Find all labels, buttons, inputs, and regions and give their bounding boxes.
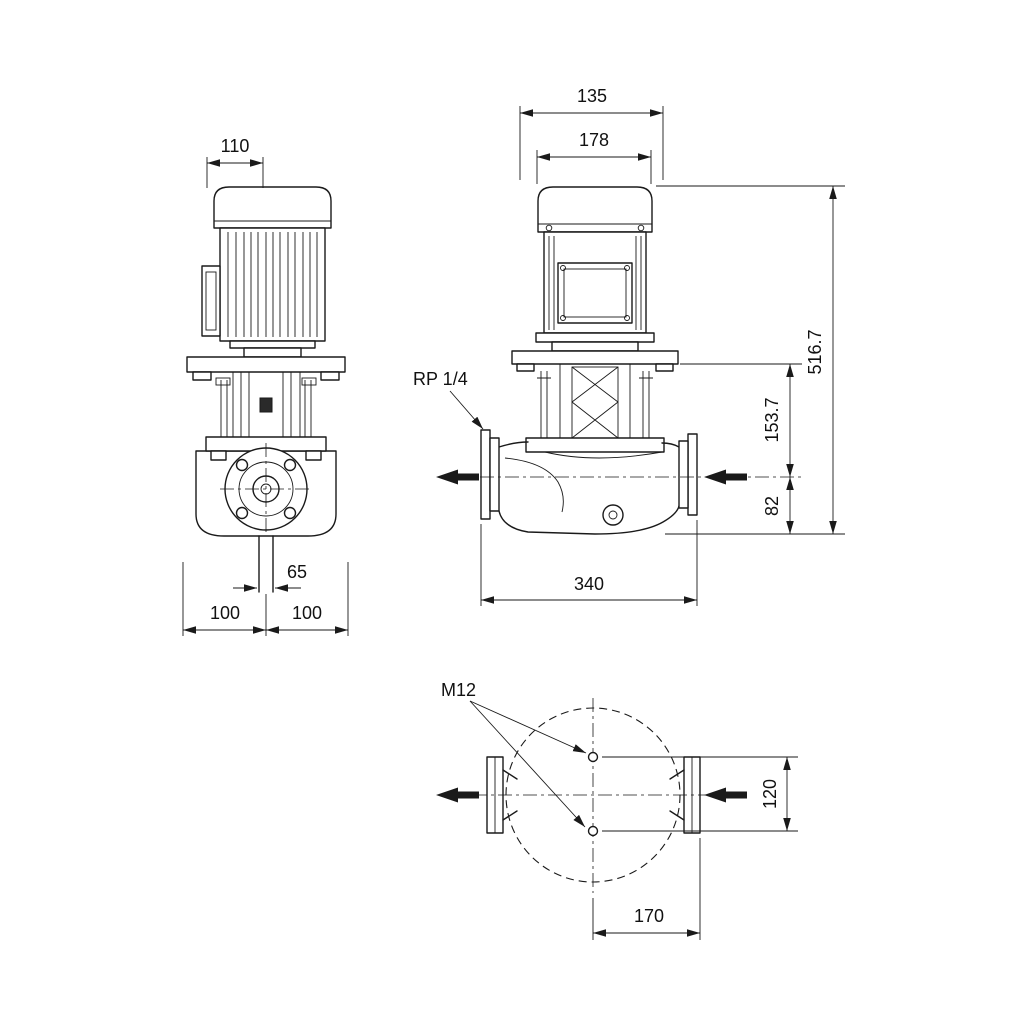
flow-arrow-right-icon xyxy=(704,469,747,485)
dim-label-170: 170 xyxy=(634,906,664,926)
tapping-callout: RP 1/4 xyxy=(413,369,484,430)
dimension-135: 135 xyxy=(519,86,664,180)
terminal-box-face xyxy=(557,262,633,324)
m12-callout: M12 xyxy=(441,680,587,828)
dimension-516-7: 516.7 xyxy=(656,185,845,535)
dim-label-153-7: 153.7 xyxy=(762,397,782,442)
dim-label-340: 340 xyxy=(574,574,604,594)
bottom-port-pipe xyxy=(258,535,274,593)
dim-label-100-left: 100 xyxy=(210,603,240,623)
bolt-hole xyxy=(283,506,297,520)
side-view: 135 178 xyxy=(413,86,845,606)
dim-label-135: 135 xyxy=(577,86,607,106)
m12-hole-top xyxy=(587,751,599,763)
dimension-340: 340 xyxy=(480,520,698,606)
side-motor xyxy=(535,186,655,352)
side-lantern xyxy=(537,364,653,439)
dimension-170: 170 xyxy=(592,838,701,940)
dimension-178: 178 xyxy=(536,130,652,184)
front-lantern xyxy=(215,371,317,438)
coupling-guard xyxy=(571,366,619,439)
side-flange-plate xyxy=(511,350,679,372)
tapping-label: RP 1/4 xyxy=(413,369,468,389)
side-pump-flange xyxy=(525,437,665,453)
side-volute xyxy=(498,441,680,535)
dim-label-100-right: 100 xyxy=(292,603,322,623)
flow-arrow-left-icon xyxy=(436,787,479,803)
dimension-100-100: 100 100 xyxy=(182,562,349,636)
dim-label-82: 82 xyxy=(762,496,782,516)
dim-label-178: 178 xyxy=(579,130,609,150)
flow-arrow-right-icon xyxy=(704,787,747,803)
dim-label-65: 65 xyxy=(287,562,307,582)
dimension-82: 82 xyxy=(762,477,794,534)
dimension-65: 65 xyxy=(233,562,307,592)
dimension-110: 110 xyxy=(206,136,264,188)
front-view: 110 65 100 100 xyxy=(182,136,349,636)
shaft-coupling xyxy=(259,397,273,413)
dim-label-120: 120 xyxy=(760,779,780,809)
front-motor-cap xyxy=(213,186,332,229)
m12-hole-bottom xyxy=(587,825,599,837)
bolt-hole xyxy=(235,506,249,520)
m12-label: M12 xyxy=(441,680,476,700)
plan-view: M12 120 170 xyxy=(436,680,798,940)
dimension-153-7: 153.7 xyxy=(680,363,802,477)
front-motor-base xyxy=(229,340,316,358)
dim-label-110: 110 xyxy=(221,136,250,156)
terminal-box xyxy=(201,265,221,337)
dim-label-516-7: 516.7 xyxy=(805,329,825,374)
flow-arrow-left-icon xyxy=(436,469,479,485)
front-flange-plate xyxy=(186,356,346,381)
dimension-120: 120 xyxy=(602,756,798,832)
bolt-hole xyxy=(235,458,249,472)
side-right-flange xyxy=(678,433,698,516)
front-motor-body xyxy=(201,227,326,342)
bolt-hole xyxy=(283,458,297,472)
side-left-flange xyxy=(480,429,500,520)
front-pump-casing xyxy=(195,436,337,593)
drain-plug xyxy=(602,504,624,526)
